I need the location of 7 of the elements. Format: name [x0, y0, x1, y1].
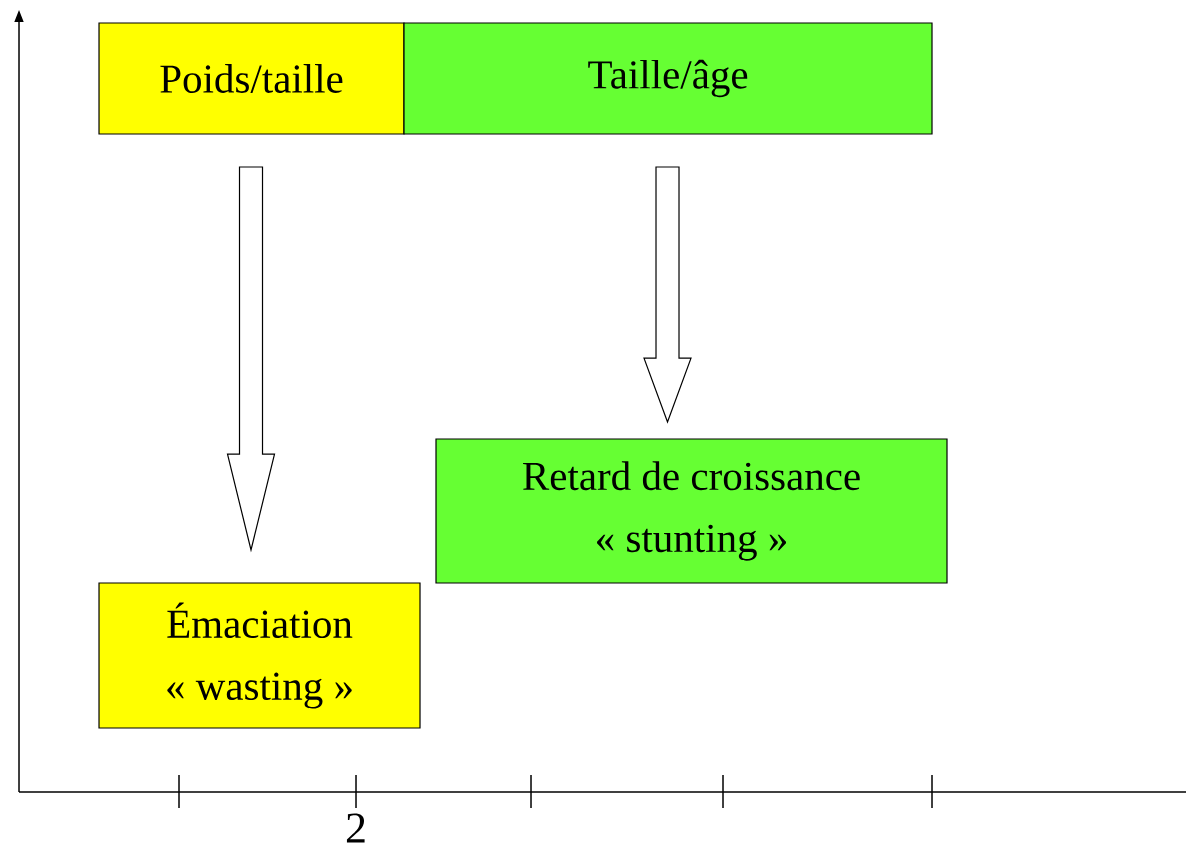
- block-arrow: [643, 166, 692, 424]
- text-box: Taille/âge: [403, 22, 933, 135]
- text-box: Retard de croissance « stunting »: [435, 438, 948, 584]
- text-box: Émaciation « wasting »: [98, 582, 421, 729]
- axis-tick-label: 2: [346, 813, 365, 843]
- block-arrow: [226, 166, 276, 553]
- text-box: Poids/taille: [98, 22, 405, 135]
